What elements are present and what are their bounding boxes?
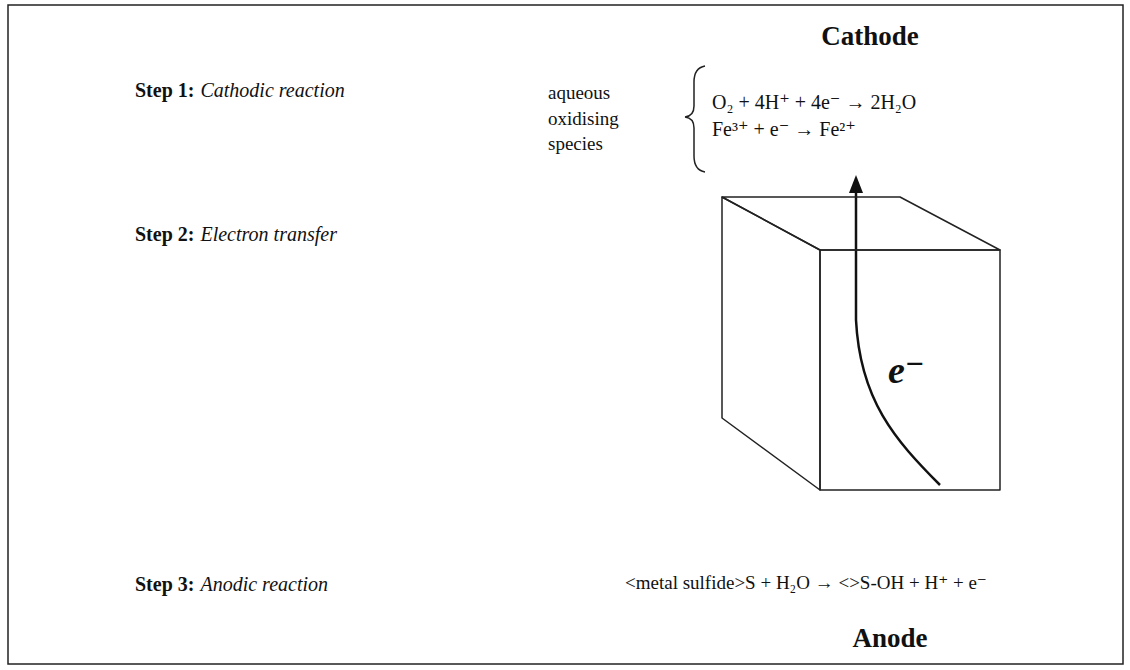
- bold-label: Step 2:: [135, 222, 194, 246]
- reaction-equation-row: <metal sulfide>S + H₂O → <>S-OH + H⁺ + e…: [625, 572, 987, 595]
- reaction-equation-row: O₂ + 4H⁺ + 4e⁻ → 2H₂O: [712, 90, 916, 114]
- bold-label: Step 3:: [135, 572, 194, 596]
- text-label: Fe³⁺ + e⁻ → Fe²⁺: [712, 117, 856, 141]
- electrode-heading-row: Cathode: [821, 20, 919, 52]
- curly-bracket: [685, 66, 705, 172]
- cube-face: [722, 197, 1000, 250]
- step-label-row: Step 1:Cathodic reaction: [135, 78, 345, 102]
- electron-path-arrow: [856, 190, 940, 485]
- italic-label: Electron transfer: [200, 222, 336, 246]
- frame-border: [8, 5, 1123, 664]
- step-label-row: Step 2:Electron transfer: [135, 222, 337, 246]
- electron-symbol: e⁻: [888, 348, 925, 394]
- cube-face: [722, 197, 820, 490]
- arrow-head: [849, 175, 863, 193]
- cube-face: [820, 250, 1000, 490]
- cube-outline: [718, 190, 1006, 495]
- step-label-row: Step 3:Anodic reaction: [135, 572, 328, 596]
- italic-label: Cathodic reaction: [200, 78, 344, 102]
- electrode-heading-row: Anode: [852, 622, 927, 654]
- reaction-equation-row: Fe³⁺ + e⁻ → Fe²⁺: [712, 117, 856, 141]
- species-note-row: aqueous oxidising species: [548, 80, 619, 157]
- mineral-cube: e⁻: [718, 190, 1006, 495]
- bold-label: Anode: [852, 622, 927, 654]
- bold-label: Step 1:: [135, 78, 194, 102]
- text-label: aqueous oxidising species: [548, 80, 619, 157]
- bold-label: Cathode: [821, 20, 919, 52]
- text-label: O₂ + 4H⁺ + 4e⁻ → 2H₂O: [712, 90, 916, 114]
- italic-label: Anodic reaction: [200, 572, 328, 596]
- text-label: <metal sulfide>S + H₂O → <>S-OH + H⁺ + e…: [625, 572, 987, 595]
